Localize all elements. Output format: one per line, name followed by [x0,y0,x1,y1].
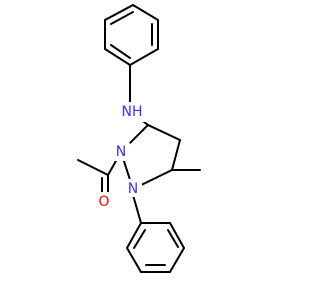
molecule-structure: NH N N O [77,4,201,273]
double-bond-inner [110,44,131,59]
bond [132,4,159,21]
bond-n-phenyl [132,194,142,224]
n1-atom-label: N [128,181,138,197]
bond [171,139,181,171]
double-bond-inner [133,229,146,249]
bond [147,124,181,141]
bond [169,247,185,273]
bond [129,48,159,66]
double-bond-inner [110,11,134,25]
top-phenyl-ring [104,4,159,66]
bond [104,4,134,21]
double-bond-inner [167,229,179,248]
bond [169,222,185,249]
bond [104,48,131,66]
bond [126,222,142,249]
oxygen-atom-label: O [98,194,109,210]
n2-atom-label: N [116,144,126,160]
bottom-phenyl-ring [126,222,185,273]
bond [126,247,142,273]
bond [77,159,109,176]
nh-atom-label: NH [122,104,143,120]
